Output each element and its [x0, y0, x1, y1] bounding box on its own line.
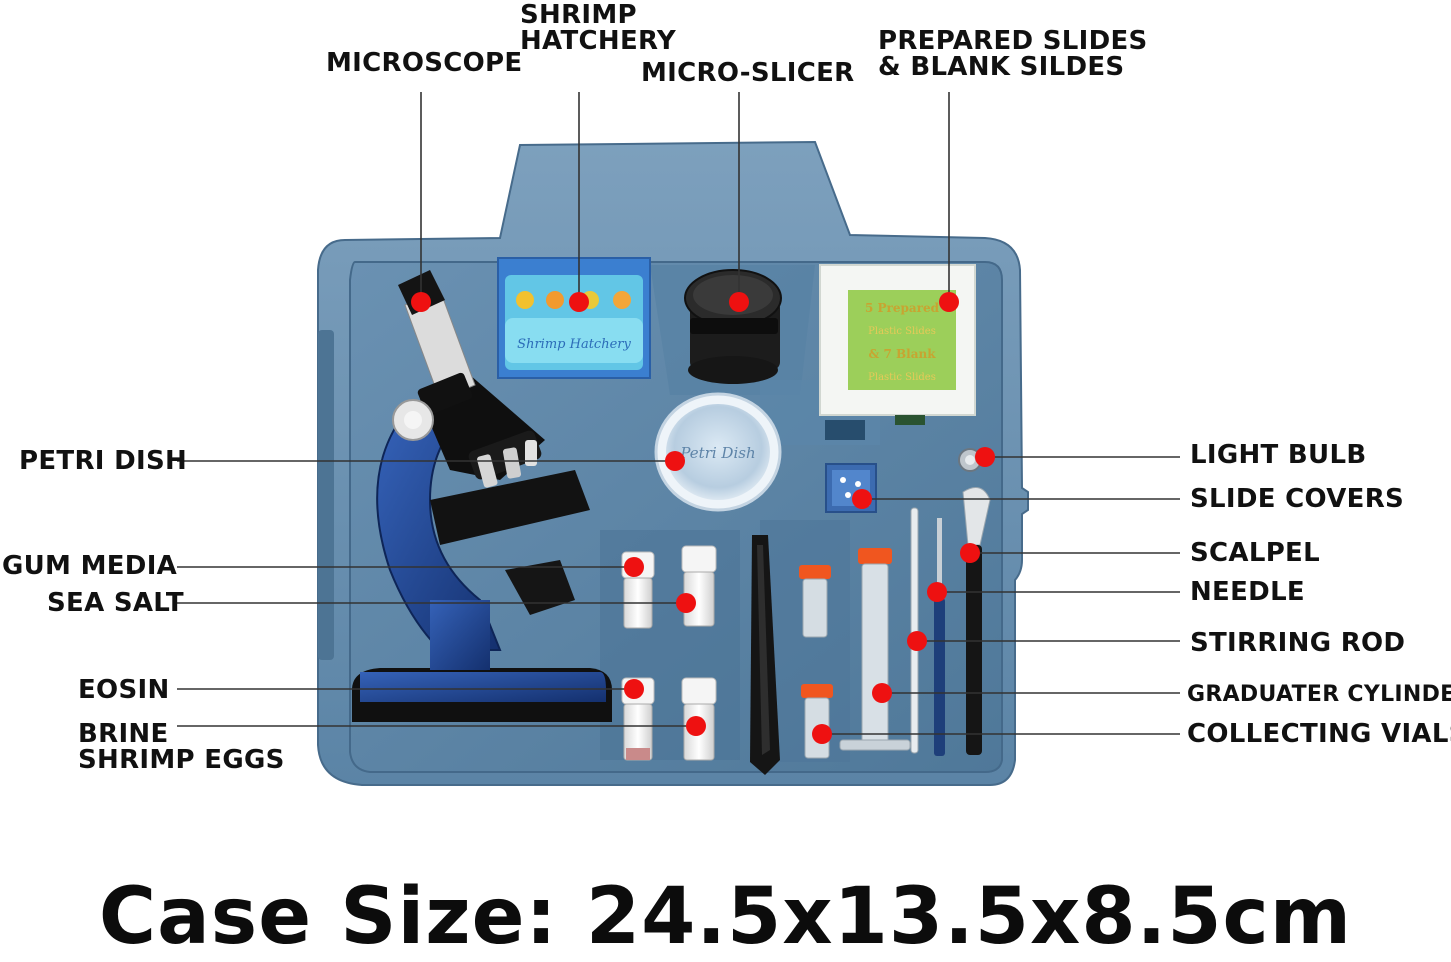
label-graduated-cylinder: GRADUATER CYLINDER	[1187, 682, 1451, 707]
label-scalpel: SCALPEL	[1190, 538, 1320, 568]
dot-microscope	[411, 292, 431, 312]
leader-lines	[177, 92, 1180, 735]
label-brine-line2: SHRIMP EGGS	[78, 745, 285, 775]
label-micro-slicer: MICRO-SLICER	[641, 58, 855, 88]
label-shrimp-hatchery-line2: HATCHERY	[520, 26, 677, 56]
slides-text-4: Plastic Slides	[868, 372, 936, 383]
label-collecting-vials: COLLECTING VIALS	[1187, 719, 1451, 749]
dot-scalpel	[960, 543, 980, 563]
callout-dots	[411, 292, 995, 744]
microscope[interactable]	[352, 270, 612, 722]
micro-slicer[interactable]	[684, 269, 782, 384]
dot-needle	[927, 582, 947, 602]
dot-shrimp-hatchery	[569, 292, 589, 312]
dot-graduated-cylinder	[872, 683, 892, 703]
dot-sea-salt	[676, 593, 696, 613]
dot-slide-covers	[852, 489, 872, 509]
hatchery-box-text: Shrimp Hatchery	[517, 337, 631, 352]
label-eosin: EOSIN	[78, 675, 170, 705]
dot-eosin	[624, 679, 644, 699]
dot-collecting-vials	[812, 724, 832, 744]
dot-stirring-rod	[907, 631, 927, 651]
label-shrimp-hatchery-line1: SHRIMP	[520, 0, 637, 30]
label-light-bulb: LIGHT BULB	[1190, 440, 1367, 470]
bottle-sea-salt[interactable]	[681, 545, 717, 627]
label-microscope: MICROSCOPE	[326, 48, 523, 78]
slides-text-1: 5 Prepared	[865, 301, 940, 315]
scalpel[interactable]	[962, 487, 991, 756]
prepared-slides-box[interactable]: 5 Prepared Plastic Slides & 7 Blank Plas…	[819, 264, 976, 416]
dot-gum-media	[624, 557, 644, 577]
label-needle: NEEDLE	[1190, 577, 1305, 607]
label-sea-salt: SEA SALT	[47, 588, 184, 618]
collecting-vial-bottom[interactable]	[801, 684, 833, 759]
dot-micro-slicer	[729, 292, 749, 312]
collecting-vial-top[interactable]	[799, 565, 831, 638]
tweezers[interactable]	[750, 535, 780, 775]
dot-brine-shrimp-eggs	[686, 716, 706, 736]
shrimp-hatchery-box[interactable]: Shrimp Hatchery	[497, 257, 651, 379]
label-prepared-slides-line1: PREPARED SLIDES	[878, 26, 1148, 56]
case-size-caption: Case Size: 24.5x13.5x8.5cm	[98, 872, 1353, 962]
label-gum-media: GUM MEDIA	[2, 551, 178, 581]
petri-lid-text: Petri Dish	[679, 444, 755, 462]
dot-petri-dish	[665, 451, 685, 471]
petri-dish[interactable]: Petri Dish	[654, 392, 782, 512]
label-brine-line1: BRINE	[78, 719, 169, 749]
slides-text-2: Plastic Slides	[868, 326, 936, 337]
label-prepared-slides-line2: & BLANK SILDES	[878, 52, 1125, 82]
label-petri-dish: PETRI DISH	[19, 446, 188, 476]
needle[interactable]	[934, 518, 945, 756]
stirring-rod[interactable]	[910, 507, 919, 754]
label-stirring-rod: STIRRING ROD	[1190, 628, 1406, 658]
slides-text-3: & 7 Blank	[868, 347, 936, 361]
dot-prepared-slides	[939, 292, 959, 312]
dot-light-bulb	[975, 447, 995, 467]
label-slide-covers: SLIDE COVERS	[1190, 484, 1405, 514]
